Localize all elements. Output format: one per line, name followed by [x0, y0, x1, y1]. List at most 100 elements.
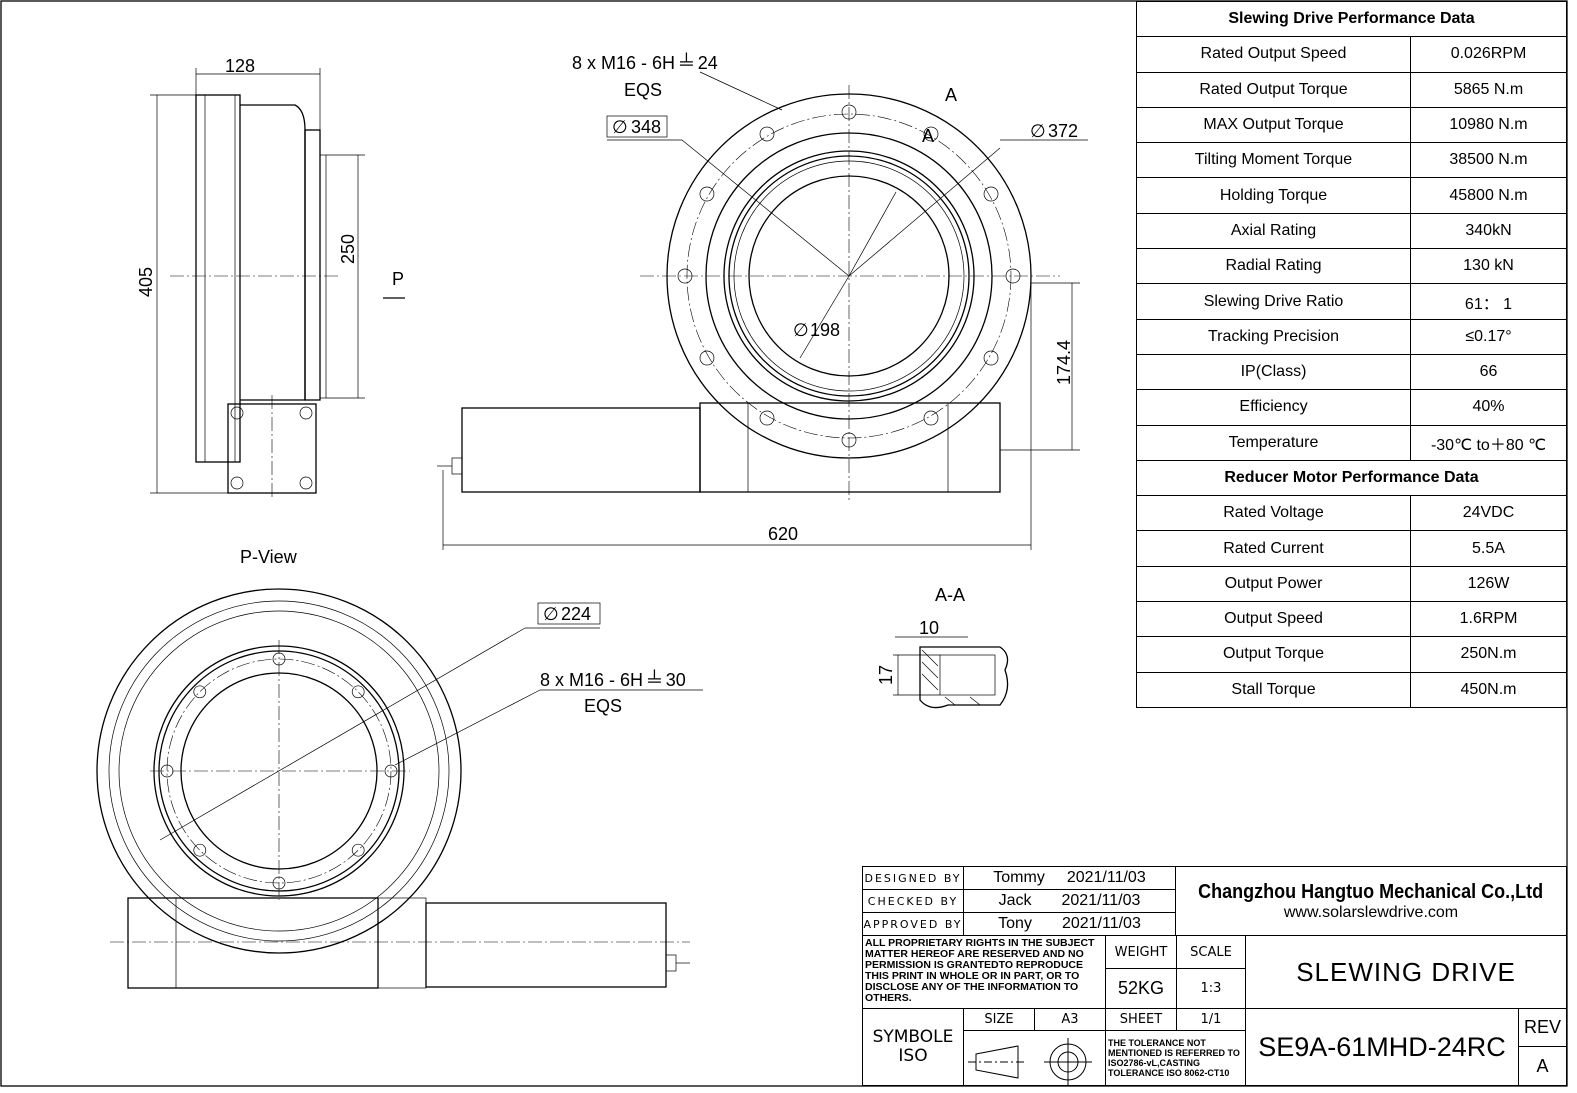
weight-value: 52KG [1105, 968, 1177, 1009]
table-row: Temperature-30℃ to＋80 ℃ [1136, 424, 1567, 461]
sheet-label: SHEET [1105, 1008, 1177, 1031]
bolt-hole [759, 126, 775, 142]
checked-by-label: CHECKED BY [862, 889, 964, 913]
bolt-hole [983, 186, 999, 202]
row-value: 0.026RPM [1410, 36, 1567, 73]
dia-symbol-198: ∅ [793, 320, 809, 340]
bolt-hole [351, 843, 365, 857]
row-label: Stall Torque [1136, 671, 1411, 708]
table-row: Tracking Precision≤0.17° [1136, 318, 1567, 355]
checked-name: Jack [998, 892, 1032, 909]
rev-value: A [1518, 1046, 1567, 1086]
symbol-label: SYMBOLE [872, 1027, 954, 1047]
rights-notice: ALL PROPRIETARY RIGHTS IN THE SUBJECT MA… [862, 935, 1106, 1009]
row-value: 40% [1410, 389, 1567, 426]
sheet-value: 1/1 [1176, 1008, 1246, 1031]
designed-by-label: DESIGNED BY [862, 866, 964, 890]
dim-405: 405 [136, 267, 156, 297]
section-title: Reducer Motor Performance Data [1136, 459, 1567, 497]
product-name: SLEWING DRIVE [1245, 935, 1567, 1009]
company-website[interactable]: www.solarslewdrive.com [1283, 903, 1459, 921]
projection-icon [968, 1038, 1092, 1086]
size-value: A3 [1034, 1008, 1106, 1031]
dim-620: 620 [768, 524, 798, 544]
hole-spec-bottom: 8 x M16 - 6H ╧ 30 [540, 669, 686, 690]
tolerance-note: THE TOLERANCE NOT MENTIONED IS REFERRED … [1105, 1030, 1246, 1086]
bolt-hole [759, 410, 775, 426]
dim-10: 10 [919, 618, 939, 638]
row-value: 5865 N.m [1410, 71, 1567, 108]
eqs-bottom: EQS [584, 696, 622, 716]
dia-symbol-348: ∅ [612, 117, 628, 137]
row-value: 1.6RPM [1410, 601, 1567, 638]
dim-198: 198 [810, 320, 840, 340]
bolt-hole [193, 685, 207, 699]
approved-by-label: APPROVED BY [862, 912, 964, 936]
row-value: 340kN [1410, 212, 1567, 250]
dim-250: 250 [338, 234, 358, 264]
dim-224: 224 [561, 604, 591, 624]
row-label: Efficiency [1136, 389, 1411, 426]
row-label: Rated Output Speed [1136, 36, 1411, 73]
table-section-header: Reducer Motor Performance Data [1136, 459, 1567, 497]
row-value: 45800 N.m [1410, 177, 1567, 214]
dim-174: 174.4 [1054, 340, 1074, 385]
row-label: Output Power [1136, 565, 1411, 603]
section-a-a: A-A 10 17 [876, 585, 1009, 709]
row-label: Temperature [1136, 424, 1411, 461]
front-view: 8 x M16 - 6H ╧ 24 EQS ∅ 348 ∅ 372 ∅ 198 … [437, 52, 1088, 550]
bolt-hole [983, 350, 999, 366]
p-view: ∅ 224 8 x M16 - 6H ╧ 30 EQS [96, 588, 703, 989]
row-value: 450N.m [1410, 671, 1567, 708]
row-label: Output Torque [1136, 636, 1411, 673]
eqs-top: EQS [624, 80, 662, 100]
row-value: 250N.m [1410, 636, 1567, 673]
dia-symbol-224: ∅ [543, 604, 559, 624]
row-label: Rated Output Torque [1136, 71, 1411, 108]
row-label: Slewing Drive Ratio [1136, 283, 1411, 320]
row-value: 10980 N.m [1410, 106, 1567, 144]
dia-symbol-372: ∅ [1030, 121, 1046, 141]
weight-label: WEIGHT [1105, 935, 1177, 969]
row-label: Axial Rating [1136, 212, 1411, 250]
dim-372: 372 [1048, 121, 1078, 141]
rev-label: REV [1518, 1008, 1567, 1047]
designed-name: Tommy [993, 869, 1045, 886]
row-value: 66 [1410, 353, 1567, 391]
scale-label: SCALE [1176, 935, 1246, 969]
bolt-hole [923, 410, 939, 426]
approved-date: 2021/11/03 [1061, 915, 1141, 932]
checked-date: 2021/11/03 [1061, 892, 1141, 909]
dim-348: 348 [631, 117, 661, 137]
row-label: Tracking Precision [1136, 318, 1411, 355]
row-label: IP(Class) [1136, 353, 1411, 391]
row-label: MAX Output Torque [1136, 106, 1411, 144]
checked-row: Jack 2021/11/03 [963, 889, 1176, 913]
bolt-hole [351, 685, 365, 699]
dim-17: 17 [876, 665, 896, 685]
part-number: SE9A-61MHD-24RC [1245, 1008, 1519, 1086]
table-section-header: Slewing Drive Performance Data [1136, 0, 1567, 38]
row-value: 130 kN [1410, 248, 1567, 285]
scale-value: 1:3 [1176, 968, 1246, 1009]
row-value: 24VDC [1410, 495, 1567, 532]
row-label: Holding Torque [1136, 177, 1411, 214]
bolt-hole [193, 843, 207, 857]
table-row: IP(Class)66 [1136, 353, 1567, 391]
row-label: Tilting Moment Torque [1136, 142, 1411, 179]
